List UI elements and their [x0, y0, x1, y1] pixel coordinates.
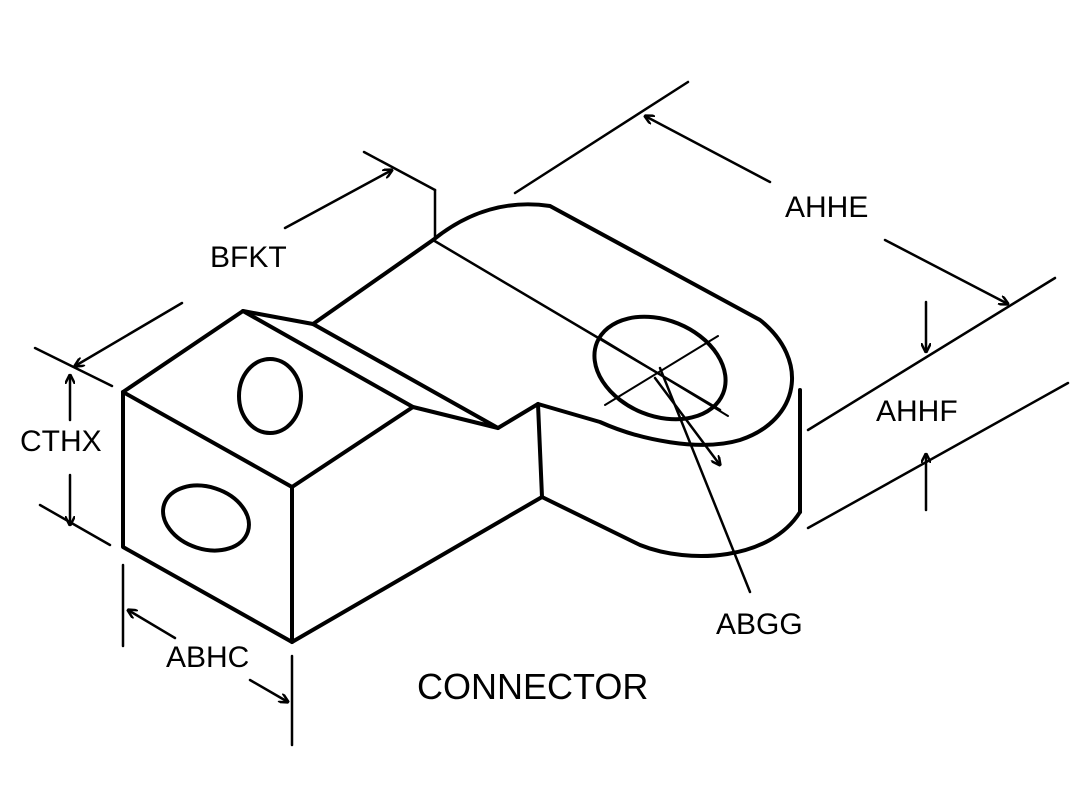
- ext-line: [806, 381, 1070, 530]
- dim-line-ahhe-a: [645, 116, 772, 184]
- dim-label-cthx: CTHX: [20, 425, 102, 458]
- ext-line: [806, 276, 1057, 432]
- ext-line: [513, 80, 690, 195]
- dim-line-bfkt: [283, 170, 392, 230]
- eye-top-outline: [431, 202, 795, 447]
- neck-step: [496, 402, 544, 499]
- dim-label-ahhf: AHHF: [876, 395, 958, 428]
- dim-line-ahhe-b: [883, 238, 1008, 304]
- eye-bottom-curve: [540, 495, 802, 559]
- block-side-hole: [237, 357, 303, 435]
- block-front-hole: [161, 483, 251, 553]
- block-front-face: [121, 390, 294, 644]
- block-top-edge: [121, 309, 415, 489]
- dim-line-abhc-a: [128, 610, 177, 640]
- dim-label-abhc: ABHC: [166, 641, 250, 674]
- block-right-lower-edge: [290, 495, 544, 644]
- dim-label-bfkt: BFKT: [210, 241, 287, 274]
- chamfer-face: [241, 309, 500, 430]
- ext-line: [33, 346, 114, 388]
- dim-label-ahhe: AHHE: [785, 191, 869, 224]
- dim-label-abgg: ABGG: [716, 608, 803, 641]
- dim-line-abhc-b: [248, 678, 288, 702]
- ext-line: [362, 150, 437, 192]
- ext-line: [38, 503, 112, 547]
- part-title: CONNECTOR: [417, 666, 649, 707]
- dim-line-cthx-a: [75, 301, 184, 366]
- eye-hole: [592, 314, 728, 422]
- dim-arrow-abgg: [653, 376, 720, 465]
- neck-top-edge: [311, 238, 435, 326]
